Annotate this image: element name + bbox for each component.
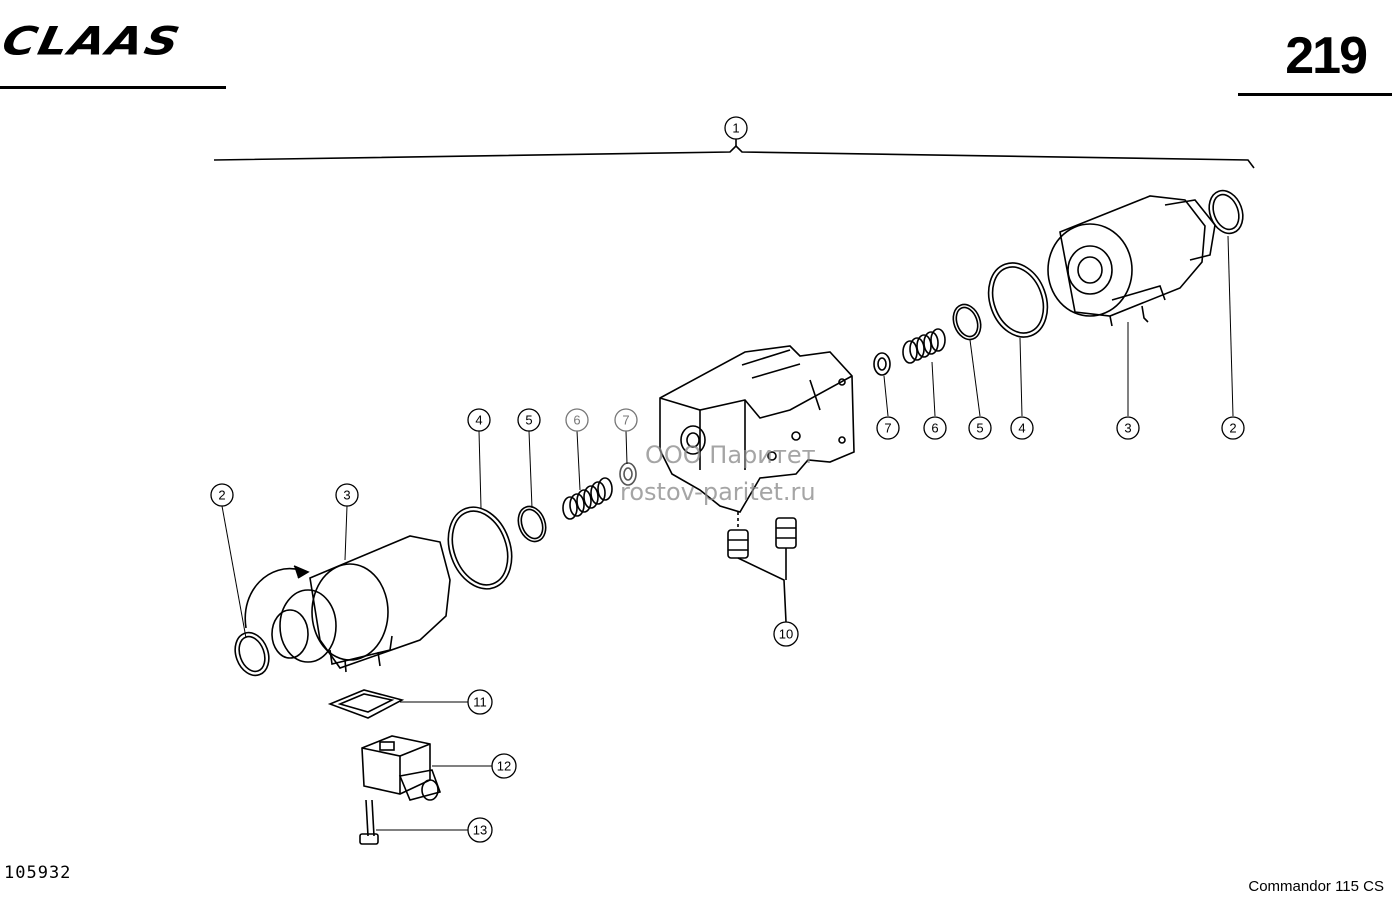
left-ring-5 — [517, 505, 547, 543]
callout-label: 2 — [1229, 421, 1236, 436]
callout-label: 7 — [884, 421, 891, 436]
callout-label: 11 — [473, 695, 487, 710]
callout-label: 3 — [343, 488, 350, 503]
valve-body — [659, 345, 855, 513]
right-washer — [873, 352, 891, 376]
callout-label: 10 — [779, 627, 793, 642]
fitting-left — [727, 512, 749, 559]
watermark-company: ООО Паритет — [645, 441, 816, 469]
callout-5-left — [517, 408, 541, 432]
left-ring-4 — [447, 506, 513, 590]
left-washer — [619, 462, 637, 486]
callout-11 — [467, 689, 493, 715]
callouts — [210, 116, 1245, 843]
callout-7-right — [876, 416, 900, 440]
callout-label: 1 — [732, 121, 739, 136]
callout-label: 6 — [931, 421, 938, 436]
page-number: 219 — [1285, 27, 1368, 85]
gasket — [327, 689, 405, 719]
callout-label: 5 — [976, 421, 983, 436]
fitting-right — [775, 517, 797, 549]
callout-6-left — [565, 408, 589, 432]
callout-3-left — [335, 483, 359, 507]
drawing-reference-number: 105932 — [4, 863, 72, 883]
assembly-brace — [213, 144, 1255, 169]
callout-1 — [724, 116, 748, 140]
callout-7-left — [614, 408, 638, 432]
callout-2-right — [1221, 416, 1245, 440]
callout-13 — [467, 817, 493, 843]
callout-10 — [773, 621, 799, 647]
callout-2-left — [210, 483, 234, 507]
watermark-url: rostov-paritet.ru — [620, 478, 816, 506]
left-solenoid — [271, 535, 451, 673]
header-rule-left — [0, 86, 226, 89]
callout-5-right — [968, 416, 992, 440]
callout-3-right — [1116, 416, 1140, 440]
callout-label: 2 — [218, 488, 225, 503]
callout-6-right — [923, 416, 947, 440]
right-spring — [902, 328, 946, 364]
callout-label: 3 — [1124, 421, 1131, 436]
header-rule-right — [1238, 93, 1392, 96]
connector-plug — [361, 735, 442, 801]
callout-label: 6 — [573, 413, 580, 428]
left-o-ring — [234, 631, 270, 677]
callout-12 — [491, 753, 517, 779]
model-name: Commandor 115 CS — [1248, 878, 1384, 895]
left-spring — [562, 477, 613, 520]
callout-4-right — [1010, 416, 1034, 440]
right-solenoid — [1047, 195, 1216, 327]
screw — [359, 799, 379, 845]
callout-label: 4 — [475, 413, 482, 428]
callout-label: 12 — [497, 759, 511, 774]
callout-label: 5 — [525, 413, 532, 428]
right-ring-4 — [987, 262, 1049, 338]
callout-4-left — [467, 408, 491, 432]
right-o-ring-large — [1208, 189, 1244, 235]
callout-label: 4 — [1018, 421, 1025, 436]
callout-label: 13 — [473, 823, 487, 838]
callout-label: 7 — [622, 413, 629, 428]
right-ring-5 — [952, 303, 982, 341]
